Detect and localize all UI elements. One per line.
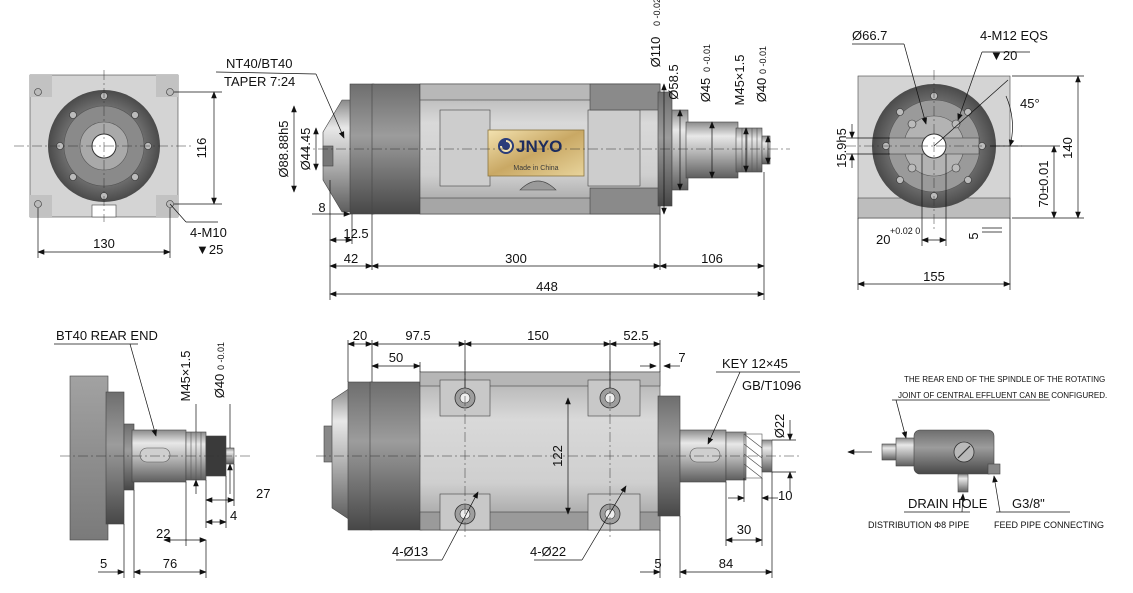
joint-thread: G3/8" <box>1012 496 1045 511</box>
taper-title: NT40/BT40 <box>226 56 292 71</box>
bottom-dim-52-5: 52.5 <box>623 328 648 343</box>
holes-13: 4-Ø13 <box>392 544 428 559</box>
dim-12-5: 12.5 <box>343 226 368 241</box>
rear-dim-27: 27 <box>256 486 270 501</box>
rear-dim-5: 5 <box>100 556 107 571</box>
front-width-label: 130 <box>93 236 115 251</box>
rear-d-40: Ø40 <box>212 374 227 399</box>
bottom-dim-5: 5 <box>654 556 661 571</box>
dim-d-40-tol: 0 -0.01 <box>758 46 768 74</box>
side-view: JNYO Made in China 8 12.5 42 300 106 448… <box>215 0 790 300</box>
logo-tagline: Made in China <box>513 165 558 172</box>
logo-brand: JNYO <box>516 137 562 156</box>
rear-d-40-tol: 0 -0.01 <box>216 342 226 370</box>
dim-d-58: Ø58.5 <box>666 64 681 99</box>
end-bolt-depth: ▼20 <box>990 48 1017 63</box>
rear-dim-4: 4 <box>230 508 237 523</box>
rear-view: BT40 REAR END M45×1.5 Ø40 0 -0.01 27 4 2… <box>54 328 270 578</box>
joint-distribution: DISTRIBUTION Φ8 PIPE <box>868 520 969 530</box>
front-height-label: 116 <box>194 138 209 159</box>
end-width: 155 <box>923 269 945 284</box>
bottom-dim-10: 10 <box>778 488 792 503</box>
bottom-dim-97-5: 97.5 <box>405 328 430 343</box>
dim-8: 8 <box>318 200 325 215</box>
end-center-h: 70±0.01 <box>1036 161 1051 208</box>
bottom-dim-20: 20 <box>353 328 367 343</box>
end-d-66: Ø66.7 <box>852 28 887 43</box>
end-bolt-note: 4-M12 EQS <box>980 28 1048 43</box>
joint-feed: FEED PIPE CONNECTING <box>994 520 1104 530</box>
end-slot-w: 20 <box>876 232 890 247</box>
rear-dim-22: 22 <box>156 526 170 541</box>
joint-note-line1: THE REAR END OF THE SPINDLE OF THE ROTAT… <box>904 375 1105 384</box>
end-key-width: 15.9h5 <box>834 128 849 168</box>
dim-d-body-tol: 0 -0.02 <box>652 0 662 26</box>
bottom-dim-150: 150 <box>527 328 549 343</box>
dim-d-nose: Ø44.45 <box>298 128 313 171</box>
rotary-joint-view: THE REAR END OF THE SPINDLE OF THE ROTAT… <box>847 375 1107 530</box>
taper-ratio: TAPER 7:24 <box>224 74 295 89</box>
bottom-dim-84: 84 <box>719 556 733 571</box>
front-view: 130 116 4-M10 ▼25 <box>14 70 227 258</box>
rear-thread: M45×1.5 <box>178 351 193 402</box>
end-height: 140 <box>1060 137 1075 159</box>
dim-42: 42 <box>344 251 358 266</box>
dim-448: 448 <box>536 279 558 294</box>
bottom-dim-50: 50 <box>389 350 403 365</box>
dim-d-45: Ø45 <box>698 78 713 103</box>
bottom-dim-122: 122 <box>550 445 565 467</box>
end-dim-5: 5 <box>966 232 981 239</box>
front-hole-note: 4-M10 <box>190 225 227 240</box>
front-bolt-holes <box>34 88 174 208</box>
bottom-dim-7: 7 <box>678 350 685 365</box>
dim-300: 300 <box>505 251 527 266</box>
joint-drain: DRAIN HOLE <box>908 496 988 511</box>
front-hole-depth: ▼25 <box>196 242 223 257</box>
dim-d-body: Ø110 <box>648 37 663 68</box>
dim-106: 106 <box>701 251 723 266</box>
end-view: Ø66.7 4-M12 EQS ▼20 45° 15.9h5 140 70±0.… <box>834 28 1084 290</box>
bottom-view: 20 97.5 150 52.5 50 7 122 4-Ø13 4-Ø22 KE… <box>316 328 801 578</box>
holes-22: 4-Ø22 <box>530 544 566 559</box>
joint-note-line2: JOINT OF CENTRAL EFFLUENT CAN BE CONFIGU… <box>898 391 1107 400</box>
jnyo-logo-plate: JNYO Made in China <box>487 129 585 177</box>
key-std: GB/T1096 <box>742 378 801 393</box>
rear-dim-76: 76 <box>163 556 177 571</box>
dim-d-45-tol: 0 -0.01 <box>702 44 712 72</box>
rear-title: BT40 REAR END <box>56 328 158 343</box>
bottom-dim-30: 30 <box>737 522 751 537</box>
dim-d-flange: Ø88.88h5 <box>276 120 291 177</box>
dim-thread: M45×1.5 <box>732 55 747 106</box>
end-angle: 45° <box>1020 96 1040 111</box>
dim-d-40: Ø40 <box>754 78 769 103</box>
key-note: KEY 12×45 <box>722 356 788 371</box>
end-slot-tol: +0.02 0 <box>890 226 920 236</box>
bottom-d-22: Ø22 <box>772 414 787 439</box>
